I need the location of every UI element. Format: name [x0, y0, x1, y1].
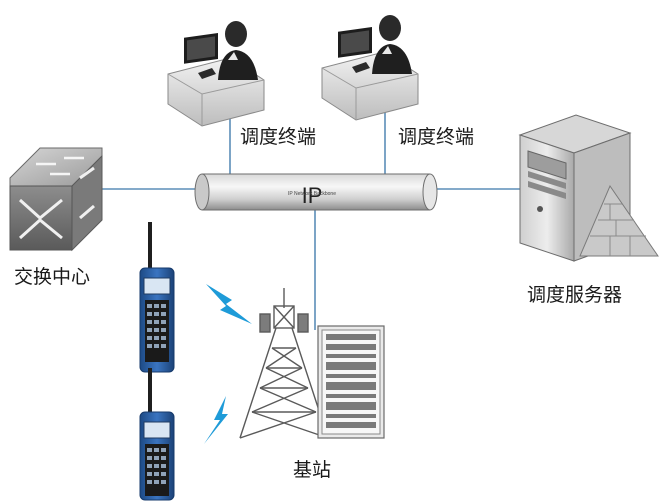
- connection-lines: [100, 104, 525, 330]
- ip-backbone-pipe: IP IP Network Backbone: [194, 173, 438, 211]
- switch-center-label: 交换中心: [14, 266, 91, 288]
- rack-icon: [317, 325, 385, 439]
- radio-icon: [139, 368, 175, 501]
- operator-terminal-icon: [167, 21, 265, 127]
- switch-icon: [9, 147, 103, 252]
- firewall-icon: [579, 184, 659, 257]
- operator-terminal-icon: [321, 15, 419, 121]
- base-station-label: 基站: [293, 459, 332, 481]
- backbone-ip-label: IP: [302, 183, 323, 208]
- server-icon: [518, 114, 632, 262]
- terminal-2-label: 调度终端: [398, 126, 475, 148]
- dispatch-server-label: 调度服务器: [527, 284, 623, 306]
- lightning-icon: [204, 396, 228, 444]
- lightning-icon: [206, 284, 252, 324]
- radio-icon: [139, 222, 175, 373]
- backbone-small-label: IP Network Backbone: [288, 191, 336, 197]
- terminal-1-label: 调度终端: [240, 126, 317, 148]
